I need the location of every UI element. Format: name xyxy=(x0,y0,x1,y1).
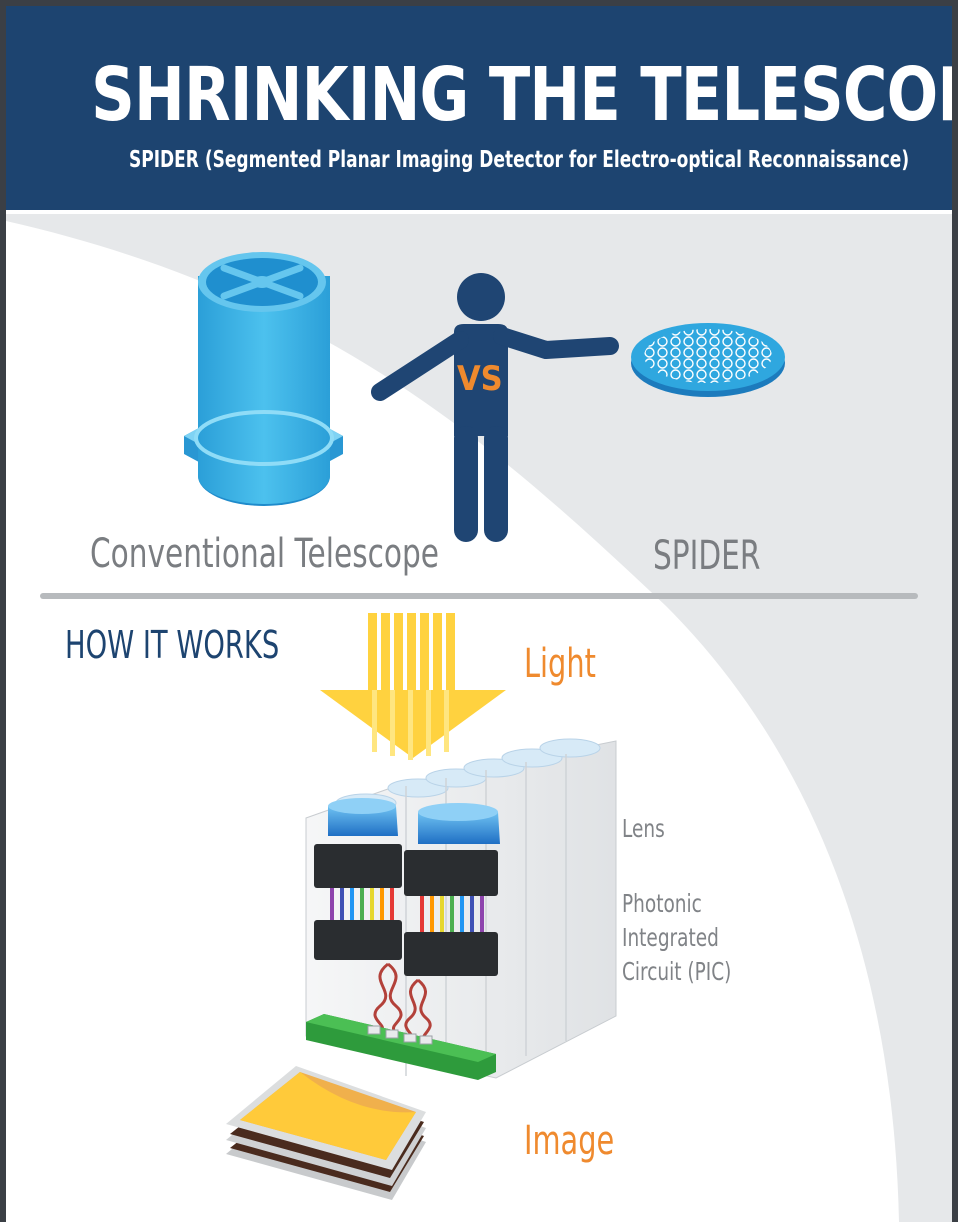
illustration-scene xyxy=(184,252,785,1200)
conventional-telescope-label: Conventional Telescope xyxy=(90,531,440,577)
telescope-icon xyxy=(184,252,343,506)
light-arrow-icon xyxy=(320,613,506,760)
image-label: Image xyxy=(524,1118,615,1164)
header-banner: SHRINKING THE TELESCOPE SPIDER (Segmente… xyxy=(6,6,952,210)
pic-array-icon xyxy=(305,738,617,1080)
background-swoosh xyxy=(6,214,952,1222)
image-stack-icon xyxy=(226,1066,426,1200)
page-subtitle: SPIDER (Segmented Planar Imaging Detecto… xyxy=(128,147,910,173)
section-divider xyxy=(40,593,918,599)
page-title: SHRINKING THE TELESCOPE xyxy=(91,52,952,138)
infographic-page: SHRINKING THE TELESCOPE SPIDER (Segmente… xyxy=(6,6,952,1222)
spider-label: SPIDER xyxy=(653,533,761,579)
spider-disc-icon xyxy=(631,323,785,397)
pic-label: Photonic Integrated Circuit (PIC) xyxy=(622,889,732,986)
person-icon xyxy=(371,273,619,542)
light-label: Light xyxy=(524,641,596,687)
how-it-works-heading: HOW IT WORKS xyxy=(65,623,280,667)
lens-label: Lens xyxy=(622,814,665,843)
vs-badge: VS xyxy=(457,359,503,399)
